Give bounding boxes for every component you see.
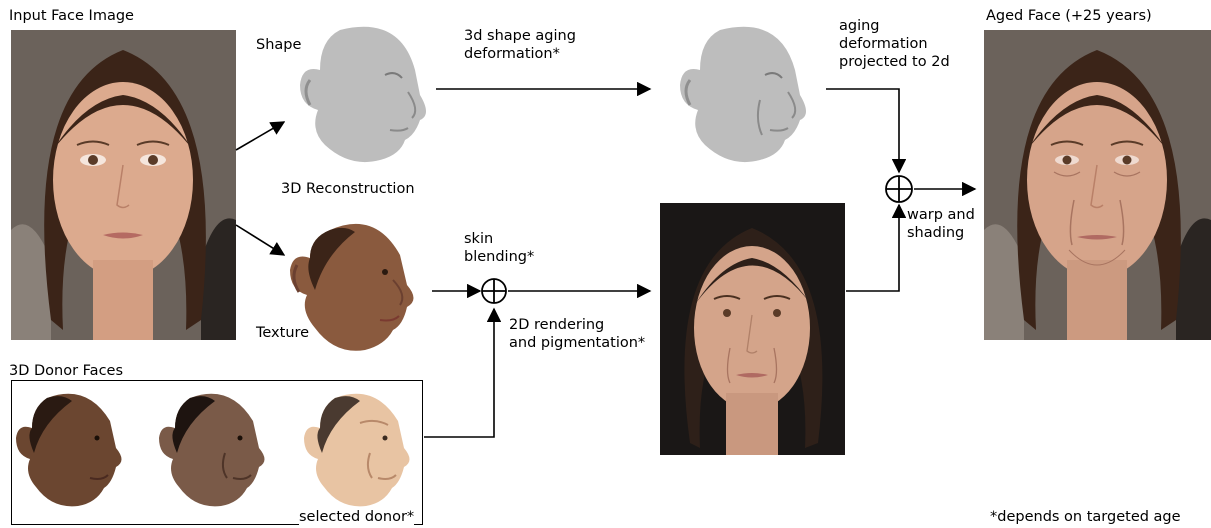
warp-operator-icon — [886, 176, 912, 202]
input-face-image — [11, 30, 236, 340]
shape-label: Shape — [256, 36, 301, 54]
skin-blending-label: skin blending* — [464, 230, 534, 266]
rendering-label: 2D rendering and pigmentation* — [509, 316, 645, 352]
aged-face-label: Aged Face (+25 years) — [986, 7, 1152, 25]
aged-shape-mesh — [670, 20, 815, 170]
footnote: *depends on targeted age — [990, 508, 1181, 526]
shape-mesh — [290, 20, 435, 170]
reconstruction-label: 3D Reconstruction — [281, 180, 415, 198]
arrow-projected-to-warp — [826, 89, 899, 172]
texture-label: Texture — [256, 324, 309, 342]
donor-faces-label: 3D Donor Faces — [9, 362, 123, 380]
donor-face-1[interactable] — [12, 383, 130, 508]
rendered-aged-face — [660, 203, 845, 455]
donor-face-2[interactable] — [155, 383, 273, 508]
blend-operator-icon — [482, 279, 506, 303]
arrow-input-to-shape — [236, 122, 284, 150]
shape-aging-label: 3d shape aging deformation* — [464, 27, 576, 63]
aging-projected-label: aging deformation projected to 2d — [839, 17, 950, 71]
donor-face-selected[interactable] — [300, 383, 418, 508]
warp-shading-label: warp and shading — [907, 206, 975, 242]
selected-donor-label: selected donor* — [299, 508, 414, 526]
aged-face-image — [984, 30, 1211, 340]
arrow-donor-to-blend — [424, 309, 494, 437]
input-face-label: Input Face Image — [9, 7, 134, 25]
arrow-render-to-warp — [846, 205, 899, 291]
arrow-input-to-texture — [236, 225, 284, 255]
